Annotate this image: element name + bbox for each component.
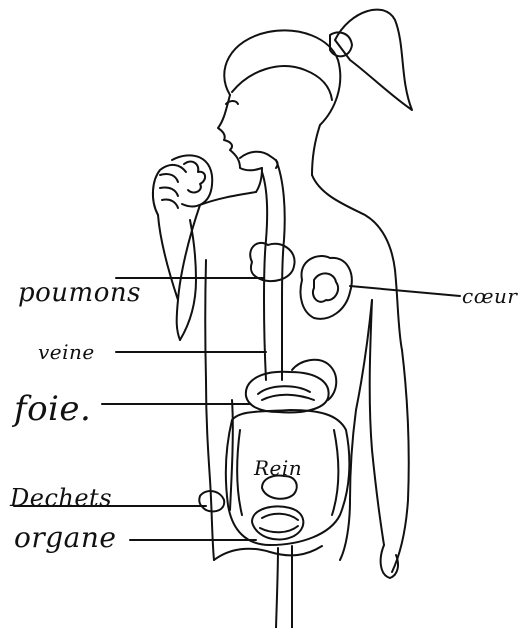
ponytail xyxy=(335,10,412,110)
label-coeur: cœur xyxy=(462,286,517,306)
label-veine: veine xyxy=(38,342,95,362)
right-arm-outer xyxy=(392,350,409,572)
leader-coeur xyxy=(350,286,460,296)
lower-tube-left xyxy=(276,548,278,628)
fingers xyxy=(160,174,178,208)
label-foie: foie. xyxy=(14,392,91,426)
torso-left xyxy=(205,260,214,560)
esophagus-right xyxy=(276,160,285,380)
hair-line xyxy=(232,66,332,100)
colon-right xyxy=(332,430,338,515)
mouth-entry xyxy=(240,152,278,168)
colon-left xyxy=(237,430,242,515)
shoulder-right xyxy=(312,175,402,350)
left-forearm-inner xyxy=(180,220,196,340)
bladder xyxy=(252,507,303,540)
eye xyxy=(226,101,238,104)
left-hand xyxy=(153,165,186,215)
head-outline xyxy=(224,30,340,175)
stomach xyxy=(292,360,336,400)
liver xyxy=(246,372,329,413)
label-poumons: poumons xyxy=(18,280,141,306)
apple-bite xyxy=(184,162,205,193)
pelvis-curve xyxy=(214,546,322,560)
label-dechets: Dechets xyxy=(10,486,112,510)
waist-curve xyxy=(230,400,233,510)
left-forearm-outer xyxy=(158,215,178,300)
liver-detail xyxy=(258,386,314,400)
torso-right xyxy=(340,300,372,560)
right-arm-inner xyxy=(370,300,384,545)
label-rein: Rein xyxy=(254,458,302,478)
label-organe: organe xyxy=(14,524,116,552)
esophagus-left xyxy=(262,172,267,380)
heart-inner xyxy=(313,273,338,301)
lungs xyxy=(250,243,294,281)
heart xyxy=(301,256,352,319)
face-profile xyxy=(218,95,262,170)
bladder-detail xyxy=(260,514,298,533)
